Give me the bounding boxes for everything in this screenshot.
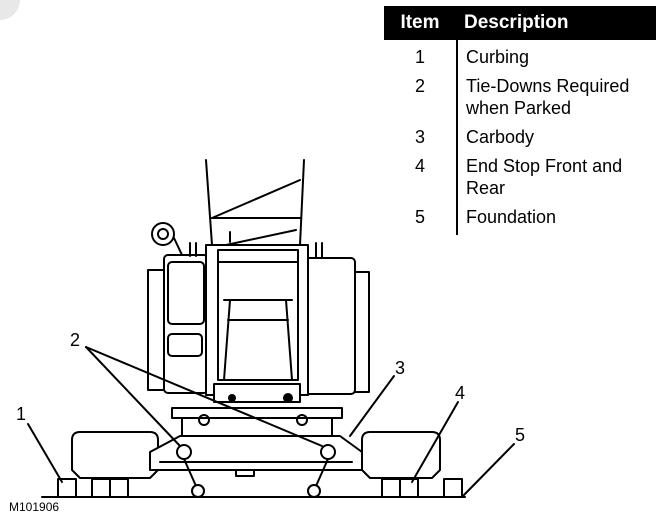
legend-item-number: 2 [414, 76, 425, 96]
leader-4 [411, 401, 459, 483]
leader-2a [85, 346, 181, 447]
tie-down-pin-upper-left [176, 444, 192, 460]
legend-body: 1 Curbing 2 Tie-Downs Required when Park… [384, 40, 656, 235]
callout-5: 5 [515, 425, 526, 445]
legend-item-number: 4 [414, 156, 425, 176]
counterweight-right [304, 257, 356, 395]
curbing-left [57, 478, 77, 498]
callout-1: 1 [16, 404, 27, 424]
legend-item-number: 5 [414, 207, 425, 227]
legend-row: 2 Tie-Downs Required when Parked [384, 69, 656, 120]
crawler-left [71, 431, 159, 479]
curbing-right [443, 478, 463, 498]
legend-row: 1 Curbing [384, 40, 656, 69]
callout-4: 4 [455, 383, 466, 403]
figure-id: M101906 [9, 500, 60, 514]
legend-header-item: Item [400, 12, 440, 33]
legend-table: Item Description 1 Curbing 2 Tie-Downs R… [384, 6, 656, 235]
legend-item-description: Curbing [466, 47, 530, 67]
legend-item-number: 3 [414, 127, 425, 147]
legend-item-description: End Stop Front and Rear [466, 156, 623, 198]
leader-3 [349, 375, 395, 437]
tie-down-pin-upper-right [320, 444, 336, 460]
legend-row: 5 Foundation [384, 200, 656, 229]
legend-item-description: Tie-Downs Required when Parked [466, 76, 630, 118]
hook-block [151, 222, 175, 246]
legend-header: Item Description [384, 6, 656, 40]
legend-item-number: 1 [414, 47, 425, 67]
legend-item-description: Foundation [466, 207, 557, 227]
tie-down-pin-lower-right [307, 484, 321, 498]
legend-row: 3 Carbody [384, 120, 656, 149]
tie-down-pin-lower-left [191, 484, 205, 498]
legend-row: 4 End Stop Front and Rear [384, 149, 656, 200]
callout-3: 3 [395, 358, 406, 378]
callout-2: 2 [70, 330, 81, 350]
leader-5 [461, 443, 515, 498]
legend-header-description: Description [464, 12, 569, 33]
legend-item-description: Carbody [466, 127, 535, 147]
leader-1 [27, 423, 63, 483]
leader-2b [85, 346, 323, 447]
